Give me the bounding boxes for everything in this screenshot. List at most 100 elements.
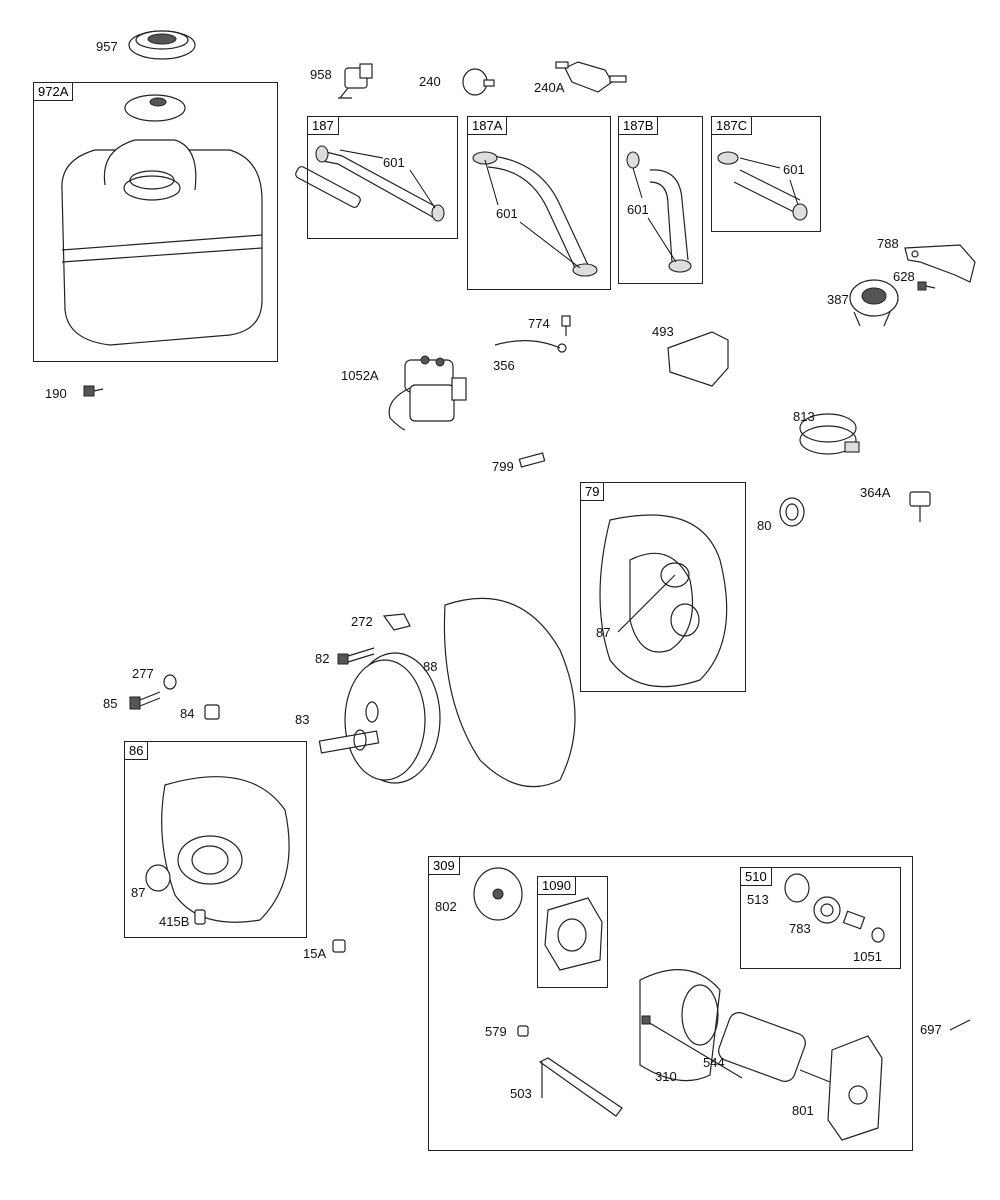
part-label-503: 503 <box>510 1086 532 1101</box>
hose-187C <box>717 151 808 221</box>
fuel-filter-240A <box>555 61 627 93</box>
part-label-579: 579 <box>485 1024 507 1039</box>
part-label-601: 601 <box>383 155 405 170</box>
part-label-799: 799 <box>492 459 514 474</box>
part-label-84: 84 <box>180 706 195 721</box>
part-label-87: 87 <box>596 625 611 640</box>
part-label-1051: 1051 <box>853 949 882 964</box>
group-187-label: 187 <box>308 117 339 135</box>
part-label-364A: 364A <box>860 485 891 500</box>
part-label-493: 493 <box>652 324 674 339</box>
plate-802 <box>473 867 523 921</box>
part-label-774: 774 <box>528 316 550 331</box>
group-187A-box: 187A <box>467 116 611 290</box>
rotor-83 <box>318 652 441 784</box>
bolt-82 <box>337 647 375 665</box>
part-label-272: 272 <box>351 614 373 629</box>
part-label-190: 190 <box>45 386 67 401</box>
hose-187A <box>472 151 598 277</box>
part-label-813: 813 <box>793 409 815 424</box>
part-label-601: 601 <box>496 206 518 221</box>
screw-190 <box>83 385 104 397</box>
gasket-88 <box>443 597 576 788</box>
part-label-601: 601 <box>627 202 649 217</box>
sensor-364A <box>909 491 931 522</box>
part-label-88: 88 <box>423 659 438 674</box>
nut-579 <box>517 1025 529 1037</box>
group-309-label: 309 <box>429 857 460 875</box>
bracket-788 <box>904 244 976 283</box>
part-label-87: 87 <box>131 885 146 900</box>
ground-wire-356 <box>494 340 567 353</box>
part-label-958: 958 <box>310 67 332 82</box>
screw-774 <box>561 315 571 336</box>
part-label-240: 240 <box>419 74 441 89</box>
part-label-15A: 15A <box>303 946 327 961</box>
brush-holder-1090 <box>544 897 603 971</box>
washer-277 <box>163 674 177 690</box>
part-label-1052A: 1052A <box>341 368 379 383</box>
group-86-box: 86 <box>124 741 307 938</box>
shutoff-valve-958 <box>338 63 373 99</box>
through-bolt-310 <box>641 1015 743 1079</box>
group-79-label: 79 <box>581 483 605 501</box>
part-label-85: 85 <box>103 696 118 711</box>
group-187C-box: 187C <box>711 116 821 232</box>
part-label-601: 601 <box>783 162 805 177</box>
solenoid-1052A <box>388 355 467 431</box>
crankcase-cover-79 <box>599 514 728 688</box>
group-187B-box: 187B <box>618 116 703 284</box>
screw-697 <box>949 1019 971 1031</box>
fuel-tank-972A <box>61 94 263 346</box>
armature-544 <box>718 1012 831 1083</box>
end-cap-801 <box>827 1035 883 1141</box>
leader-lines <box>339 149 799 633</box>
plug-84 <box>204 704 220 720</box>
part-label-697: 697 <box>920 1022 942 1037</box>
part-label-513: 513 <box>747 892 769 907</box>
group-309-box: 309 <box>428 856 913 1151</box>
part-label-801: 801 <box>792 1103 814 1118</box>
housing-86 <box>145 776 290 925</box>
group-972A-box: 972A <box>33 82 278 362</box>
part-label-802: 802 <box>435 899 457 914</box>
washer-272 <box>382 613 411 631</box>
fuel-cap-957 <box>128 30 196 60</box>
group-187A-label: 187A <box>468 117 508 135</box>
group-1090-box: 1090 <box>537 876 608 988</box>
part-label-957: 957 <box>96 39 118 54</box>
group-187B-label: 187B <box>619 117 659 135</box>
part-label-387: 387 <box>827 292 849 307</box>
part-label-310: 310 <box>655 1069 677 1084</box>
part-label-783: 783 <box>789 921 811 936</box>
part-label-83: 83 <box>295 712 310 727</box>
screw-628 <box>917 281 936 291</box>
part-label-277: 277 <box>132 666 154 681</box>
group-79-box: 79 <box>580 482 746 692</box>
part-label-544: 544 <box>703 1055 725 1070</box>
part-label-628: 628 <box>893 269 915 284</box>
part-label-240A: 240A <box>534 80 565 95</box>
part-label-415B: 415B <box>159 914 190 929</box>
group-86-label: 86 <box>125 742 149 760</box>
part-label-788: 788 <box>877 236 899 251</box>
group-510-box: 510 <box>740 867 901 969</box>
tool-503 <box>538 1057 623 1117</box>
oil-seal-80 <box>779 497 805 527</box>
group-187-box: 187 <box>307 116 458 239</box>
drive-kit-510 <box>784 873 885 943</box>
group-1090-label: 1090 <box>538 877 576 895</box>
group-187C-label: 187C <box>712 117 753 135</box>
part-label-356: 356 <box>493 358 515 373</box>
group-510-label: 510 <box>741 868 772 886</box>
group-972A-label: 972A <box>34 83 74 101</box>
part-label-80: 80 <box>757 518 772 533</box>
stud-799 <box>518 452 546 468</box>
fuel-filter-240 <box>462 68 495 96</box>
hose-187 <box>295 145 445 222</box>
plug-15A <box>332 939 346 953</box>
clamp-813 <box>799 413 860 455</box>
plate-493 <box>667 331 729 387</box>
